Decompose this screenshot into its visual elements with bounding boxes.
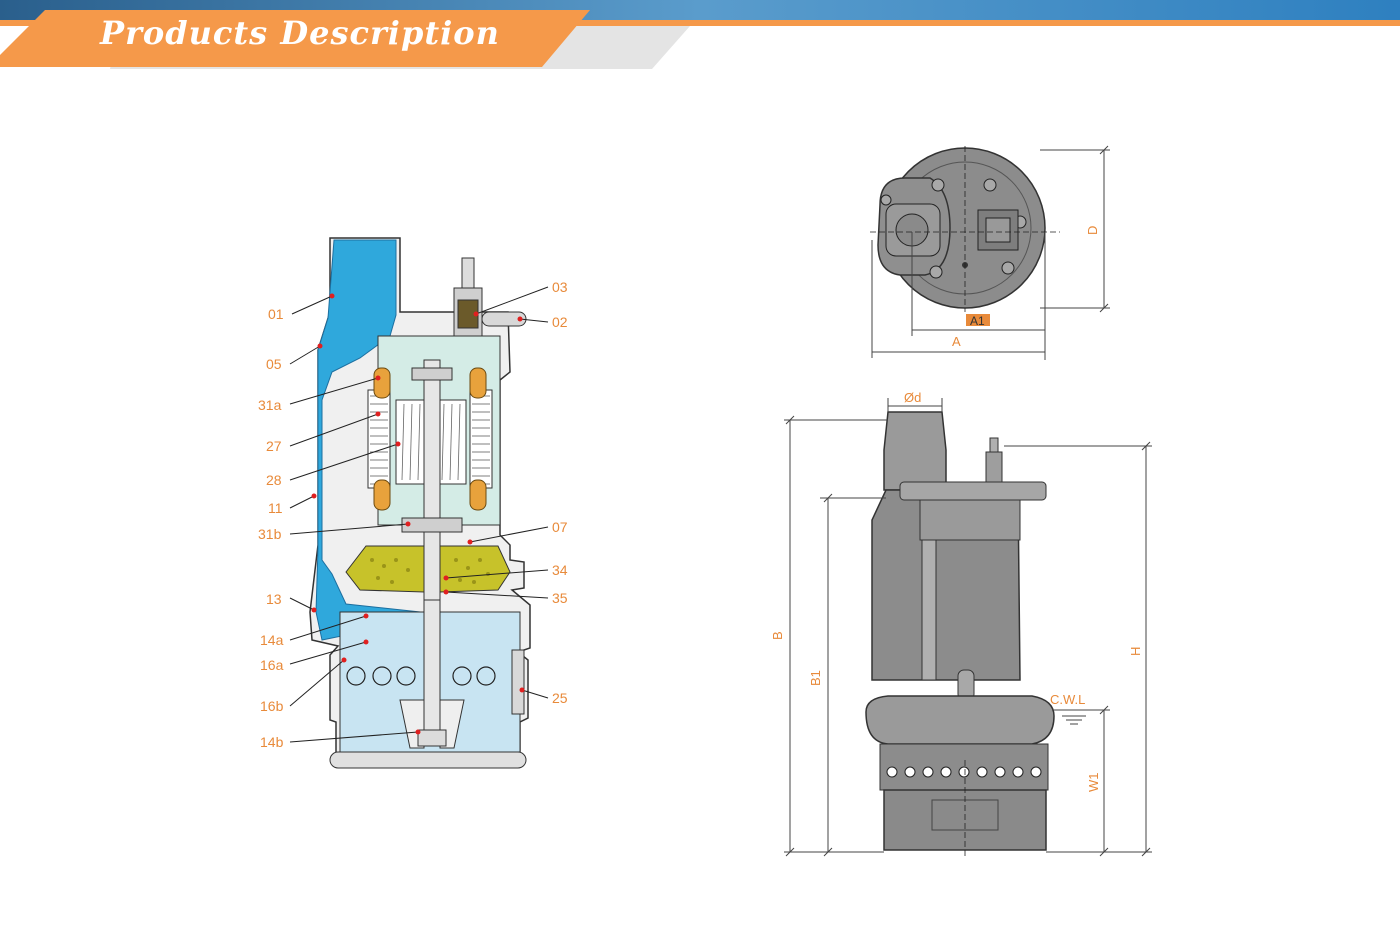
dim-label-CWL: C.W.L	[1050, 692, 1085, 707]
dim-label-A1: A1	[970, 314, 985, 328]
volute	[865, 695, 1055, 745]
part-label-16b: 16b	[260, 698, 284, 714]
part-label-28: 28	[266, 472, 282, 488]
part-label-25: 25	[552, 690, 568, 706]
part-label-31a: 31a	[258, 397, 282, 413]
discharge-water	[315, 239, 421, 641]
side-view: Ød B B1 H C.W.L W1	[770, 390, 1152, 858]
part-label-35: 35	[552, 590, 568, 606]
part-label-14a: 14a	[260, 632, 284, 648]
part-label-14b: 14b	[260, 734, 284, 750]
part-label-11: 11	[268, 500, 283, 516]
dim-highlight-A1	[966, 314, 990, 326]
part-label-16a: 16a	[260, 657, 284, 673]
stator-left	[367, 389, 391, 489]
top-view: D A1 A	[870, 145, 1110, 360]
part-label-27: 27	[266, 438, 282, 454]
part-label-34: 34	[552, 562, 568, 578]
part-label-31b: 31b	[258, 526, 282, 542]
dim-label-H: H	[1128, 647, 1143, 656]
part-label-05: 05	[266, 356, 282, 372]
dim-label-B: B	[770, 631, 785, 640]
dim-label-D: D	[1085, 226, 1100, 235]
dim-label-Od: Ød	[904, 390, 921, 405]
part-label-03: 03	[552, 279, 568, 295]
sectional-view: 01 05 31a 27 28 11 31b 13 14a 16a 16b 14…	[258, 237, 568, 769]
part-label-07: 07	[552, 519, 568, 535]
part-label-13: 13	[266, 591, 282, 607]
stator-right	[469, 389, 493, 489]
dim-label-B1: B1	[808, 670, 823, 686]
dim-label-A: A	[952, 334, 961, 349]
dim-label-W1: W1	[1086, 773, 1101, 793]
part-label-01: 01	[268, 306, 284, 322]
header-banner: Products Description	[0, 0, 1400, 75]
part-label-02: 02	[552, 314, 568, 330]
page-title: Products Description	[100, 14, 500, 52]
